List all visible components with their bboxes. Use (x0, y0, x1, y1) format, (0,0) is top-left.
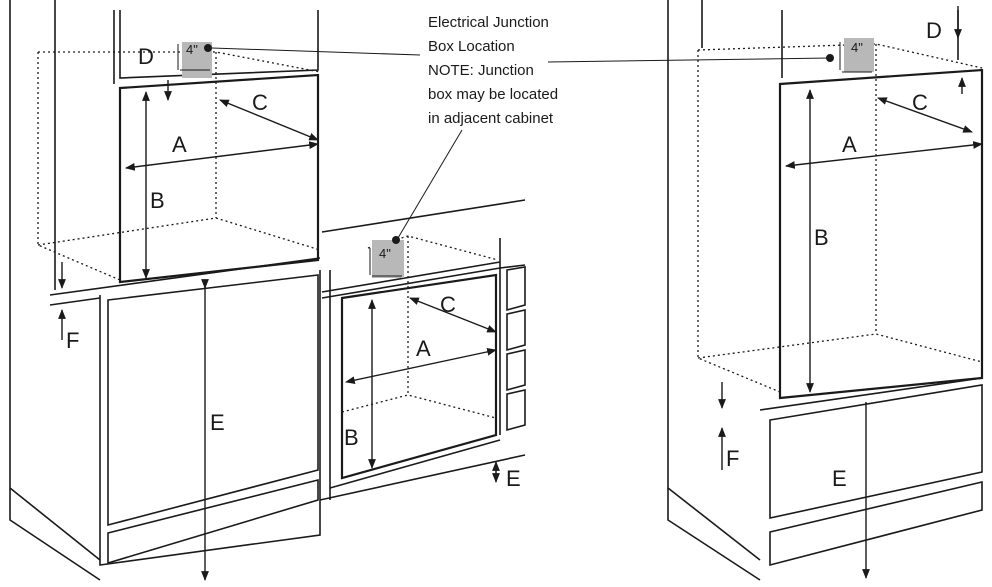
right-oven-front (778, 68, 984, 400)
note-leader-middle (397, 129, 463, 239)
left-label-e: E (210, 410, 225, 435)
left-junction-label: 4" (186, 42, 198, 57)
left-label-c: C (252, 90, 268, 115)
right-label-f: F (726, 446, 739, 471)
right-dimensions: A B C D E F (718, 6, 983, 579)
undercounter-oven-front (340, 273, 498, 480)
middle-label-a: A (416, 336, 431, 361)
middle-label-e: E (506, 466, 521, 491)
note-line-5: in adjacent cabinet (428, 110, 554, 127)
middle-junction-box: 4" (369, 236, 404, 278)
left-oven-front (118, 73, 320, 284)
right-label-d: D (926, 18, 942, 43)
note-line-1: Electrical Junction (428, 14, 549, 31)
undercounter-dimensions: A B C E (344, 292, 521, 491)
right-label-a: A (842, 132, 857, 157)
undercounter-cabinet (319, 199, 526, 501)
note-line-2: Box Location (428, 38, 515, 55)
note-line-4: box may be located (428, 86, 558, 103)
left-junction-box: 4" (177, 42, 212, 78)
right-oven-cutout (697, 43, 983, 393)
left-cabinet-structure (9, 0, 331, 581)
left-label-f: F (66, 328, 79, 353)
right-label-b: B (814, 225, 829, 250)
middle-label-c: C (440, 292, 456, 317)
right-label-c: C (912, 90, 928, 115)
undercounter-cutout (341, 235, 499, 419)
right-junction-box: 4" (826, 38, 874, 73)
right-junction-label: 4" (851, 40, 863, 55)
left-label-b: B (150, 188, 165, 213)
middle-label-b: B (344, 425, 359, 450)
note-leader-right (547, 57, 831, 63)
right-label-e: E (832, 466, 847, 491)
left-dimensions: A B C D E F (58, 44, 319, 581)
note-line-3: NOTE: Junction (428, 62, 534, 79)
left-label-a: A (172, 132, 187, 157)
left-oven-cutout (37, 51, 321, 281)
middle-junction-label: 4" (379, 246, 391, 261)
right-cabinet-structure (667, 0, 983, 581)
junction-note: Electrical Junction Box Location NOTE: J… (428, 14, 558, 127)
left-label-d: D (138, 44, 154, 69)
note-leader-left (211, 47, 421, 56)
